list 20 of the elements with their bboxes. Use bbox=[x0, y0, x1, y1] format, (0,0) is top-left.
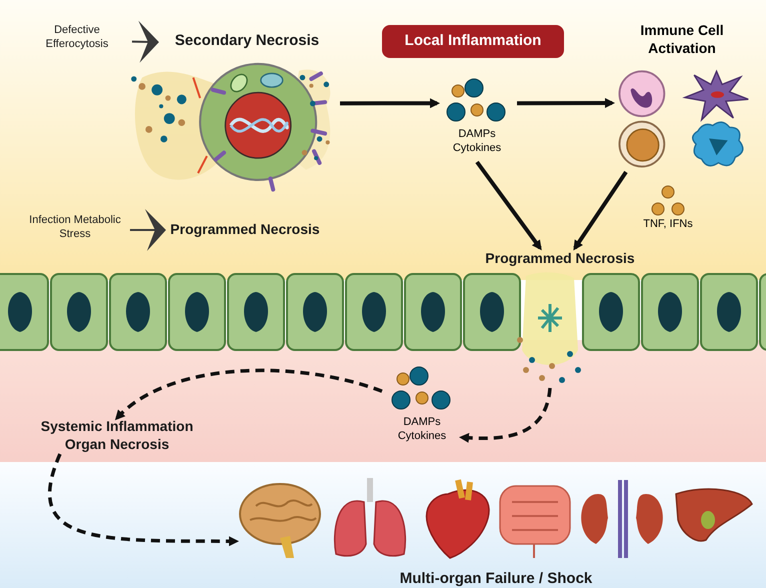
cause-label: Infection Metabolic Stress bbox=[20, 214, 130, 242]
arrow bbox=[340, 98, 440, 108]
outcome-heading: Systemic Inflammation Organ Necrosis bbox=[22, 418, 212, 453]
arrow bbox=[517, 98, 615, 108]
outcome-heading: Multi-organ Failure / Shock bbox=[398, 569, 594, 588]
cause-label: Defective Efferocytosis bbox=[22, 24, 132, 52]
process-heading: Programmed Necrosis bbox=[165, 221, 325, 238]
dashed-arrow bbox=[459, 388, 552, 443]
arrow bbox=[475, 160, 542, 250]
arrow bbox=[573, 170, 628, 250]
process-heading: Immune Cell Activation bbox=[639, 22, 725, 57]
chevron-arrow bbox=[130, 209, 166, 251]
molecule-label: DAMPs Cytokines bbox=[396, 416, 448, 444]
process-heading: Programmed Necrosis bbox=[460, 248, 660, 269]
molecule-label: DAMPs Cytokines bbox=[452, 128, 502, 156]
molecule-label: TNF, IFNs bbox=[642, 218, 694, 232]
chevron-arrow bbox=[132, 20, 159, 63]
highlight-badge: Local Inflammation bbox=[382, 25, 564, 58]
process-heading: Secondary Necrosis bbox=[158, 30, 336, 52]
dashed-arrow bbox=[114, 368, 383, 420]
